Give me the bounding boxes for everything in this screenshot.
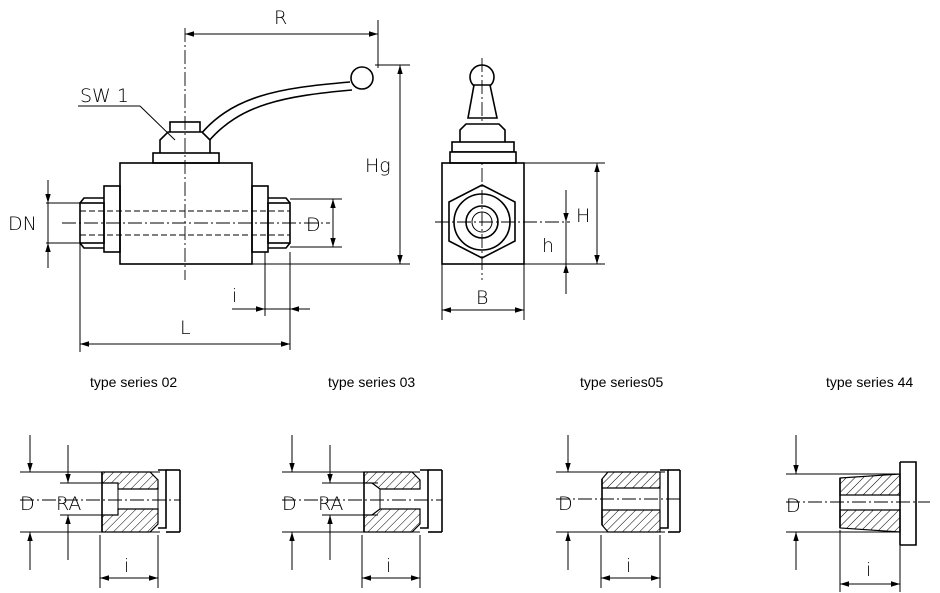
label-B: B (476, 287, 488, 309)
caption-series-03: type series 03 (328, 374, 416, 390)
label-RA-02: RA (56, 493, 81, 515)
label-D-03: D (282, 493, 297, 515)
caption-series-02: type series 02 (90, 374, 178, 390)
label-i-05: i (626, 555, 631, 577)
label-R: R (274, 7, 287, 29)
detail-series-44 (786, 435, 930, 592)
side-view (435, 58, 605, 320)
detail-series-05 (556, 435, 681, 588)
caption-series-05: type series05 (580, 374, 664, 390)
label-RA-03: RA (318, 493, 343, 515)
detail-series-02 (20, 435, 181, 588)
label-H: H (576, 205, 590, 227)
label-DN: DN (8, 213, 37, 235)
label-Hg: Hg (365, 155, 391, 177)
label-D-05: D (558, 493, 573, 515)
front-view (45, 20, 410, 352)
label-i-03: i (386, 555, 391, 577)
label-i-front: i (232, 285, 237, 307)
label-D-02: D (20, 493, 35, 515)
detail-series-03 (282, 435, 443, 588)
label-i-44: i (866, 559, 871, 581)
caption-series-44: type series 44 (826, 374, 914, 390)
label-L: L (180, 317, 191, 339)
label-D-front: D (306, 214, 321, 236)
label-D-44: D (786, 495, 801, 517)
label-SW: SW 1 (80, 85, 129, 107)
label-h: h (542, 235, 554, 257)
label-i-02: i (124, 555, 129, 577)
